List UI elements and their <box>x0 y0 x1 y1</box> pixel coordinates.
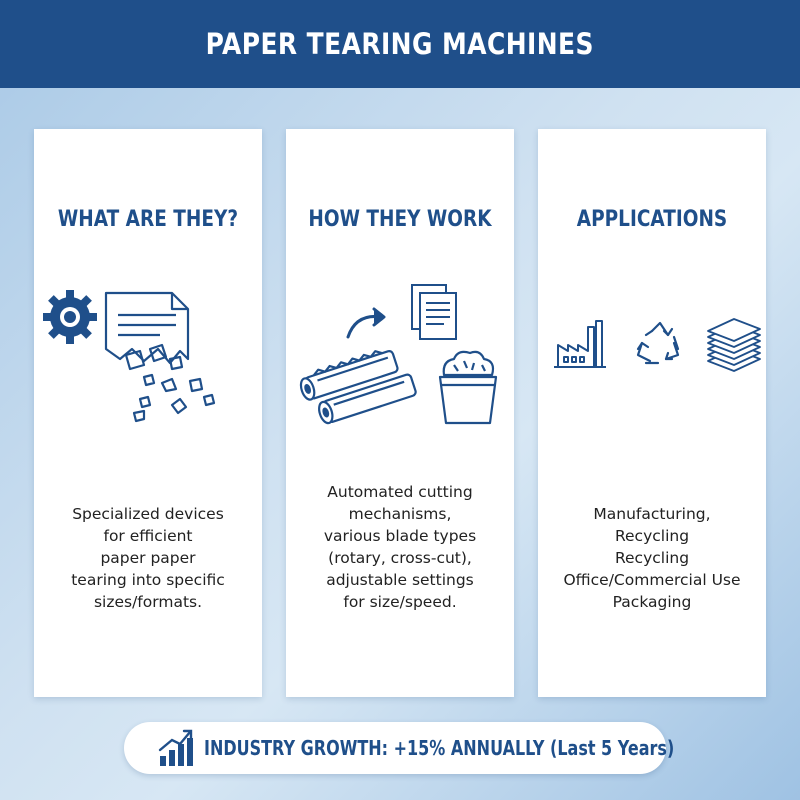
description-line: (rotary, cross-cut), <box>328 549 472 567</box>
description-line: Packaging <box>612 593 692 611</box>
shredded-bin-icon <box>438 350 498 425</box>
description-line: paper paper <box>100 549 196 567</box>
card-applications: APPLICATIONS <box>538 129 766 697</box>
description-line: mechanisms, <box>348 505 452 523</box>
description-line: tearing into specific <box>71 571 225 589</box>
industry-growth-banner: INDUSTRY GROWTH: +15% ANNUALLY (Last 5 Y… <box>124 722 674 774</box>
rollers-icon <box>299 349 417 425</box>
description-line: Recycling <box>614 549 690 567</box>
description-line: sizes/formats. <box>93 593 203 611</box>
card-how-they-work: HOW THEY WORK <box>286 129 514 697</box>
card-title: WHAT ARE THEY? <box>57 207 239 232</box>
how-they-work-illustration <box>299 284 498 425</box>
description-line: for size/speed. <box>343 593 457 611</box>
what-are-they-illustration <box>43 290 216 423</box>
recycle-icon <box>636 321 680 365</box>
card-description: Specialized devices for efficient paper … <box>42 503 254 613</box>
page-title: PAPER TEARING MACHINES <box>205 27 595 61</box>
description-line: Manufacturing, <box>593 505 711 523</box>
description-line: Specialized devices <box>72 505 224 523</box>
applications-illustration <box>554 318 761 372</box>
page-header: PAPER TEARING MACHINES <box>0 0 800 88</box>
description-line: various blade types <box>323 527 477 545</box>
description-line: Office/Commercial Use <box>563 571 741 589</box>
card-title: HOW THEY WORK <box>308 207 492 232</box>
arrow-icon <box>346 307 386 339</box>
description-line: adjustable settings <box>326 571 474 589</box>
gear-icon <box>43 290 97 344</box>
description-line: Recycling <box>614 527 690 545</box>
card-title: APPLICATIONS <box>576 207 728 232</box>
card-what-are-they: WHAT ARE THEY? <box>34 129 262 697</box>
description-line: for efficient <box>103 527 193 545</box>
factory-icon <box>554 320 606 368</box>
growth-chart-icon <box>158 729 193 766</box>
description-line: Automated cutting <box>327 483 473 501</box>
card-description: Automated cutting mechanisms, various bl… <box>294 481 506 613</box>
paper-stack-icon <box>707 318 761 372</box>
industry-growth-text: INDUSTRY GROWTH: +15% ANNUALLY (Last 5 Y… <box>204 736 675 760</box>
documents-icon <box>411 284 457 340</box>
torn-paper-icon <box>104 291 216 423</box>
card-description: Manufacturing, Recycling Recycling Offic… <box>546 503 758 613</box>
